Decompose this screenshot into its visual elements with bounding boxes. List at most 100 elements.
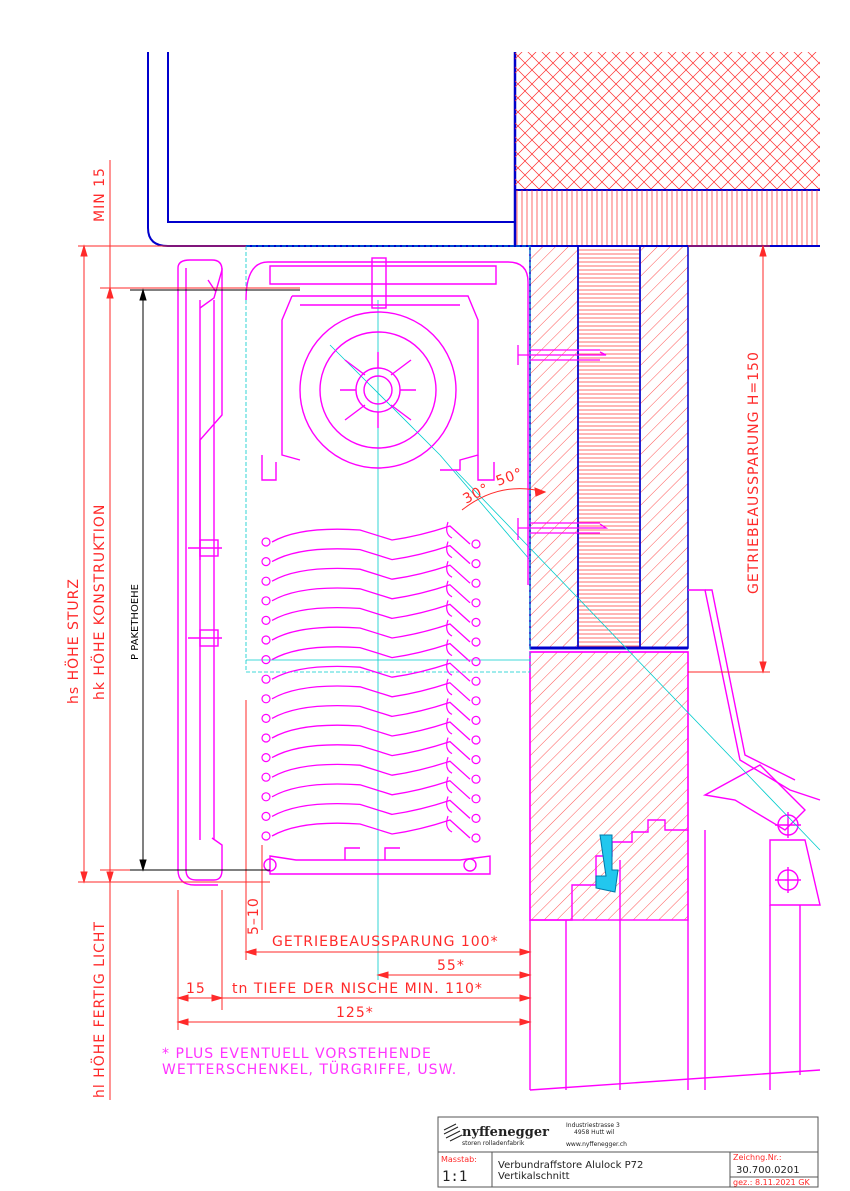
slat-hook xyxy=(261,694,271,704)
slat-link xyxy=(446,815,453,833)
address-line1: Industriestrasse 3 xyxy=(566,1122,620,1129)
company-tagline: storen rolladenfabrik xyxy=(462,1140,525,1147)
slat xyxy=(271,584,471,604)
slat-hook xyxy=(261,713,271,724)
drawing-number: 30.700.0201 xyxy=(736,1165,800,1176)
nyffenegger-logo-icon xyxy=(443,1123,463,1142)
slat-hook xyxy=(261,792,271,802)
slat-link xyxy=(446,561,453,578)
slat-hook xyxy=(261,615,271,626)
company-logo-text: nyffenegger xyxy=(462,1125,549,1140)
slat-hook xyxy=(471,656,481,667)
slat xyxy=(271,740,471,761)
dimension-lines xyxy=(78,160,770,1100)
hl-label: hl HÖHE FERTIG LICHT xyxy=(90,921,108,1098)
slat-link xyxy=(446,659,453,676)
slat-hook xyxy=(261,772,271,782)
slat-hook xyxy=(261,596,271,606)
hk-label: hk HÖHE KONSTRUKTION xyxy=(90,504,108,700)
d55-label: 55* xyxy=(437,958,465,974)
slat-link xyxy=(446,717,453,735)
slat-link xyxy=(446,776,453,794)
slat-link xyxy=(446,521,453,539)
slat-link xyxy=(446,796,453,813)
slat-link xyxy=(446,639,453,657)
slat xyxy=(271,760,471,780)
slat-hook xyxy=(471,696,481,706)
seal-profile xyxy=(595,834,619,893)
slat-link xyxy=(446,541,453,559)
window-frame xyxy=(529,589,821,1091)
slat-hook xyxy=(471,617,481,628)
slat-hook xyxy=(261,674,271,684)
tn-label: tn TIEFE DER NISCHE MIN. 110* xyxy=(232,981,483,997)
getriebe-h-label: GETRIEBEAUSSPARUNG H=150 xyxy=(746,351,762,594)
slat-hook xyxy=(471,676,481,686)
slat xyxy=(271,819,471,839)
address-line2: 4958 Hutt wil xyxy=(574,1129,615,1136)
slat-hook xyxy=(261,654,271,665)
min15-label: MIN 15 xyxy=(92,167,108,222)
slat-hook xyxy=(471,598,481,608)
fixing-screws xyxy=(517,345,609,540)
slat-link xyxy=(446,698,453,715)
scale-label: Masstab: xyxy=(441,1155,477,1164)
slat xyxy=(271,525,471,545)
slat-link xyxy=(446,600,453,617)
slat-link xyxy=(446,757,453,774)
shutter-head-box xyxy=(177,257,529,886)
note-line1: * PLUS EVENTUELL VORSTEHENDE xyxy=(162,1046,432,1062)
slat xyxy=(271,721,471,741)
slat-hook xyxy=(471,774,481,784)
slat-hook xyxy=(471,637,481,647)
paket-label: P PAKETHOEHE xyxy=(130,584,141,660)
slat-hook xyxy=(471,578,481,588)
slat xyxy=(271,603,471,623)
d15-label: 15 xyxy=(186,981,206,997)
slat xyxy=(271,564,471,584)
slat-pack xyxy=(261,521,481,843)
scale-value: 1:1 xyxy=(442,1169,467,1185)
slat-hook xyxy=(471,735,481,745)
drawing-number-label: Zeichng.Nr.: xyxy=(733,1153,782,1162)
slat xyxy=(271,642,471,663)
note-line2: WETTERSCHENKEL, TÜRGRIFFE, USW. xyxy=(162,1060,457,1078)
slat-hook xyxy=(471,754,481,765)
slat-hook xyxy=(471,813,481,824)
slat-link xyxy=(446,619,453,637)
slat-hook xyxy=(261,537,271,547)
building-structure xyxy=(147,52,820,650)
slat-link xyxy=(446,678,453,696)
slat xyxy=(271,799,471,819)
slat xyxy=(271,682,471,702)
slat-hook xyxy=(261,556,271,567)
slat-hook xyxy=(471,833,481,843)
slat-hook xyxy=(471,539,481,549)
slat-link xyxy=(446,580,453,598)
title-block: nyffenegger storen rolladenfabrik Indust… xyxy=(437,1116,819,1188)
drawn-date: gez.: 8.11.2021 GK xyxy=(733,1178,810,1187)
slat-hook xyxy=(471,558,481,569)
slat-link xyxy=(446,737,453,755)
slat xyxy=(271,780,471,800)
angle50-label: 50° xyxy=(494,465,526,490)
slat xyxy=(271,701,471,721)
drawing-title: Verbundraffstore Alulock P72 xyxy=(498,1160,643,1171)
slat-hook xyxy=(261,831,271,841)
bottom-rail xyxy=(263,847,491,875)
slat-hook xyxy=(471,715,481,726)
getriebe-100-label: GETRIEBEAUSSPARUNG 100* xyxy=(272,934,499,950)
slat xyxy=(271,544,471,565)
slat xyxy=(271,662,471,682)
slat-hook xyxy=(261,752,271,763)
slat-hook xyxy=(471,794,481,804)
slat-hook xyxy=(261,733,271,743)
slat-hook xyxy=(261,635,271,645)
drawing-subtitle: Vertikalschnitt xyxy=(498,1171,570,1182)
slat-hook xyxy=(261,576,271,586)
package-height-dimension xyxy=(130,288,300,872)
d125-label: 125* xyxy=(336,1005,374,1021)
slat xyxy=(271,623,471,643)
company-website: www.nyffenegger.ch xyxy=(566,1141,627,1148)
